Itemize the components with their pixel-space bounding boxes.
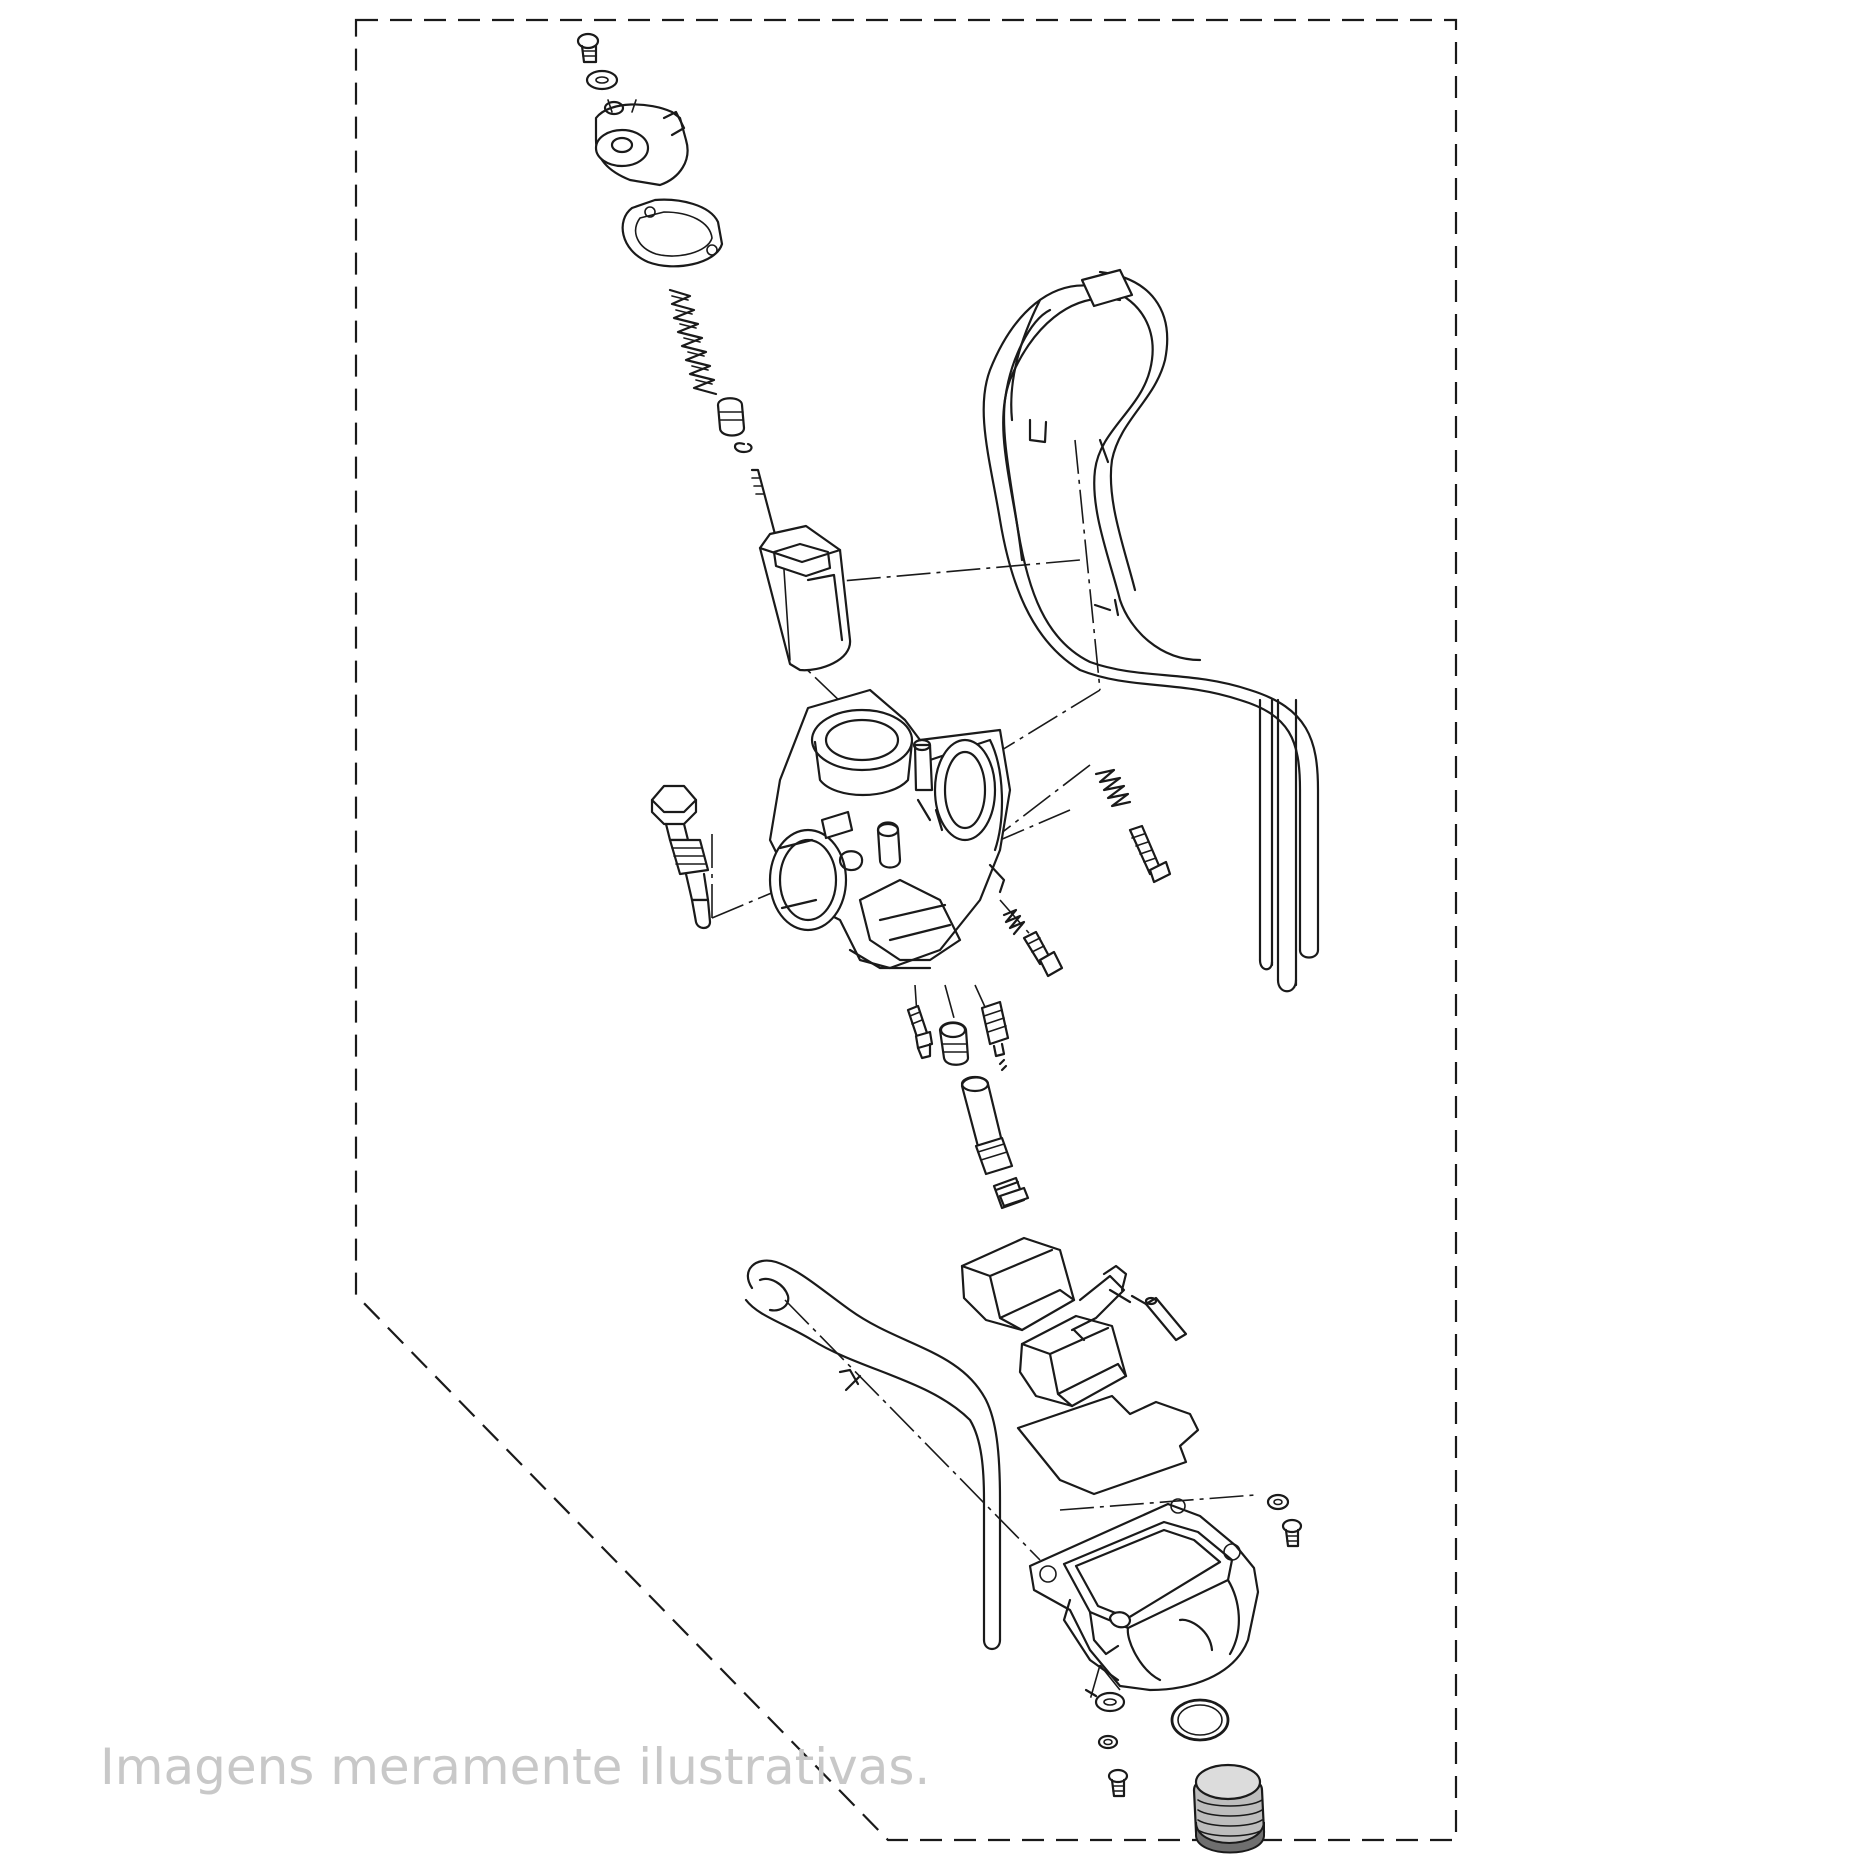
needle-retainer — [716, 397, 746, 437]
main-jet — [992, 1176, 1030, 1210]
drain-plug — [1192, 1763, 1266, 1854]
needle-jet-holder — [938, 1021, 970, 1066]
air-screw — [1022, 930, 1064, 978]
air-screw-spring — [1002, 908, 1026, 936]
disclaimer-caption: Imagens meramente ilustrativas. — [100, 1738, 931, 1796]
needle-clip — [733, 442, 753, 454]
kit-boundary — [354, 18, 1458, 1842]
float — [960, 1236, 1132, 1408]
top-screw — [576, 32, 600, 64]
idle-adjust-screw — [1128, 824, 1172, 884]
drain-plug-oring — [1170, 1698, 1230, 1742]
throttle-spring — [668, 288, 718, 396]
starter-jet — [980, 1000, 1010, 1072]
carburetor-body — [768, 688, 1012, 970]
float-valve-seat-plate — [1016, 1394, 1200, 1496]
jet-needle — [750, 468, 778, 544]
float-pin — [1130, 1294, 1188, 1342]
float-bowl — [1028, 1498, 1260, 1692]
breather-hose-lower — [744, 1259, 1002, 1651]
idle-adjust-spring — [1094, 768, 1132, 808]
drain-screw — [1084, 1688, 1129, 1798]
main-jet-holder — [960, 1075, 1014, 1176]
carburetor-cap — [594, 99, 689, 187]
throttle-slide — [758, 524, 852, 672]
washer — [585, 69, 619, 91]
cap-gasket — [621, 198, 724, 268]
choke-plunger — [650, 784, 712, 930]
breather-hose-upper — [982, 268, 1320, 993]
bowl-screws — [1266, 1493, 1303, 1548]
pilot-jet — [906, 1004, 934, 1060]
